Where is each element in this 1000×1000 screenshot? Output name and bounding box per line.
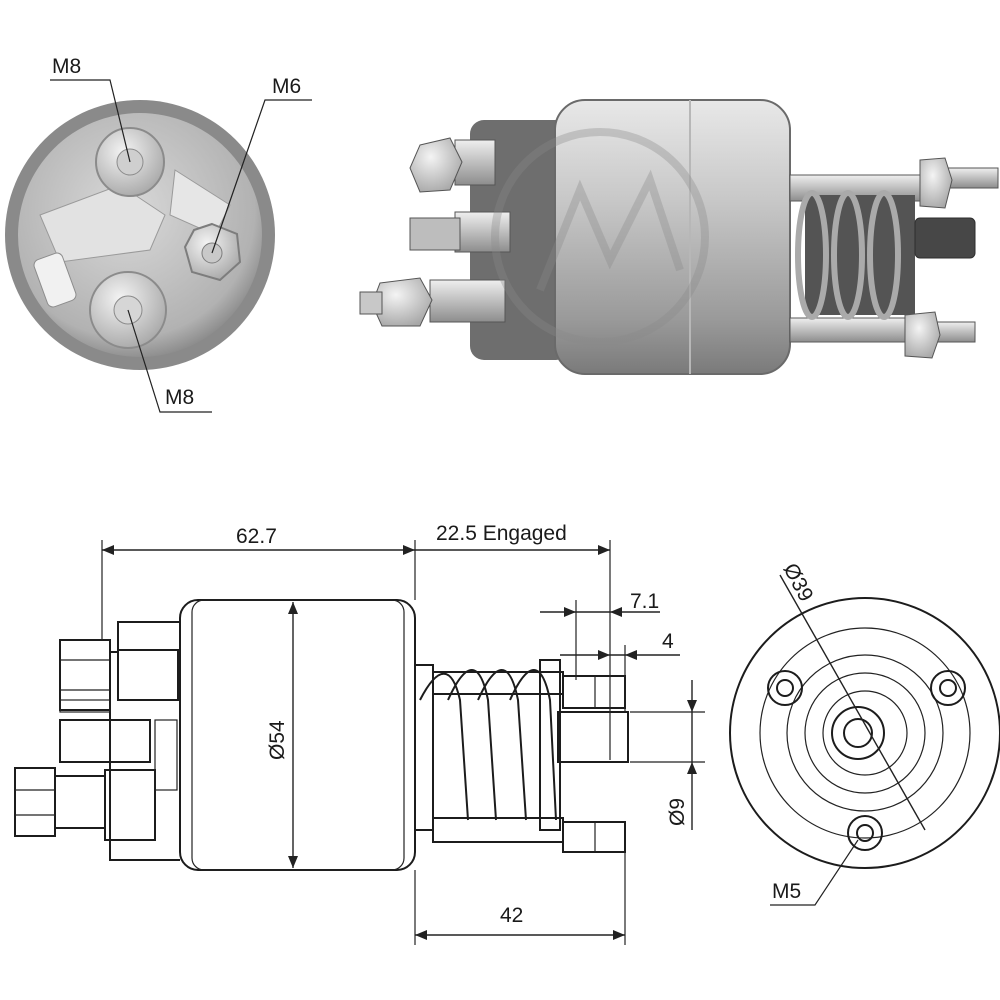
dimension-lines <box>101 540 705 945</box>
front-view-photo <box>5 100 275 370</box>
mount-hole-right <box>930 670 966 706</box>
watermark-emblem <box>491 128 709 346</box>
label-m8-top: M8 <box>52 55 81 78</box>
dim-plunger-diameter: Ø9 <box>666 798 689 826</box>
dim-plunger-step: 4 <box>662 630 674 653</box>
side-section-drawing <box>14 599 629 871</box>
plunger-assembly <box>789 157 999 359</box>
dim-mount-length: 42 <box>500 904 523 927</box>
label-m5: M5 <box>772 880 801 903</box>
dim-body-diameter: Ø54 <box>266 720 289 760</box>
terminal-stud-bottom <box>359 277 506 327</box>
mount-hole-bottom <box>847 815 883 851</box>
dim-stroke-engaged: 22.5 Engaged <box>436 522 567 545</box>
end-view-drawing <box>729 574 1000 906</box>
front-leaders <box>50 79 312 413</box>
label-m8-bottom: M8 <box>165 386 194 409</box>
solenoid-body <box>554 99 791 375</box>
terminal-stud-middle <box>409 211 511 253</box>
mount-hole-left <box>767 670 803 706</box>
side-view-photo <box>359 99 999 375</box>
dim-plunger-offset: 7.1 <box>630 590 659 613</box>
terminal-stud-top <box>409 137 496 193</box>
dim-body-length: 62.7 <box>236 525 277 548</box>
terminal-nut-bottom <box>89 271 167 349</box>
label-m6: M6 <box>272 75 301 98</box>
